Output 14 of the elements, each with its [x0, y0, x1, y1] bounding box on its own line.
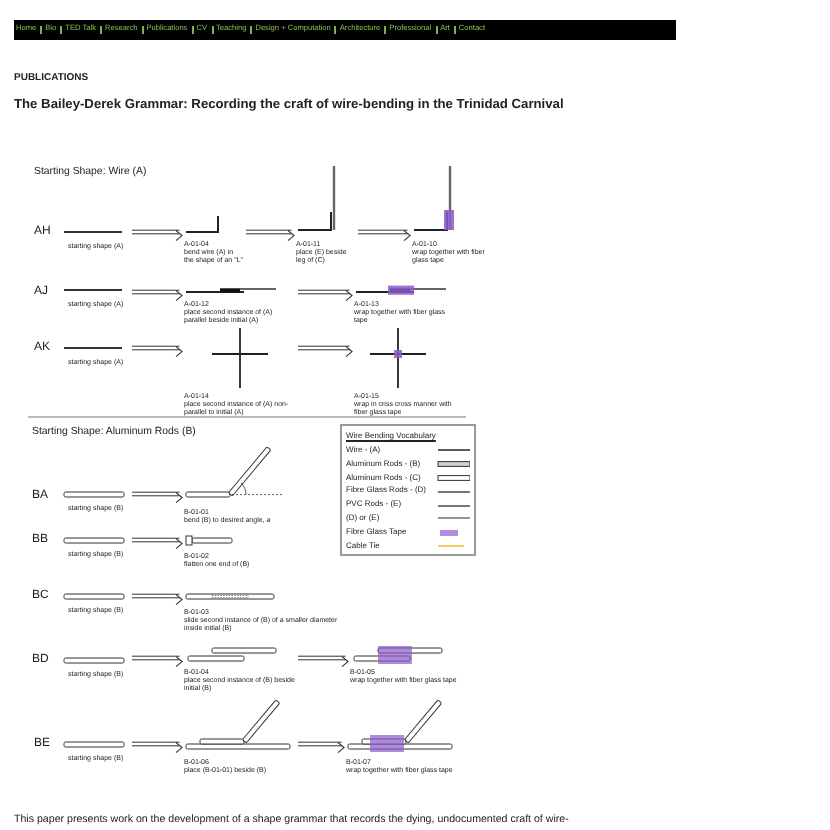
double-arrow [131, 655, 183, 668]
double-arrow [131, 537, 183, 550]
double-arrow [357, 229, 411, 242]
double-arrow [297, 741, 345, 754]
double-arrow [297, 345, 353, 358]
double-arrow [131, 229, 183, 242]
double-arrow [131, 491, 183, 504]
double-arrow [131, 593, 183, 606]
double-arrow [297, 655, 349, 668]
double-arrow [131, 345, 183, 358]
double-arrow [297, 289, 353, 302]
double-arrow [245, 229, 295, 242]
double-arrow [131, 289, 183, 302]
double-arrow [131, 741, 183, 754]
